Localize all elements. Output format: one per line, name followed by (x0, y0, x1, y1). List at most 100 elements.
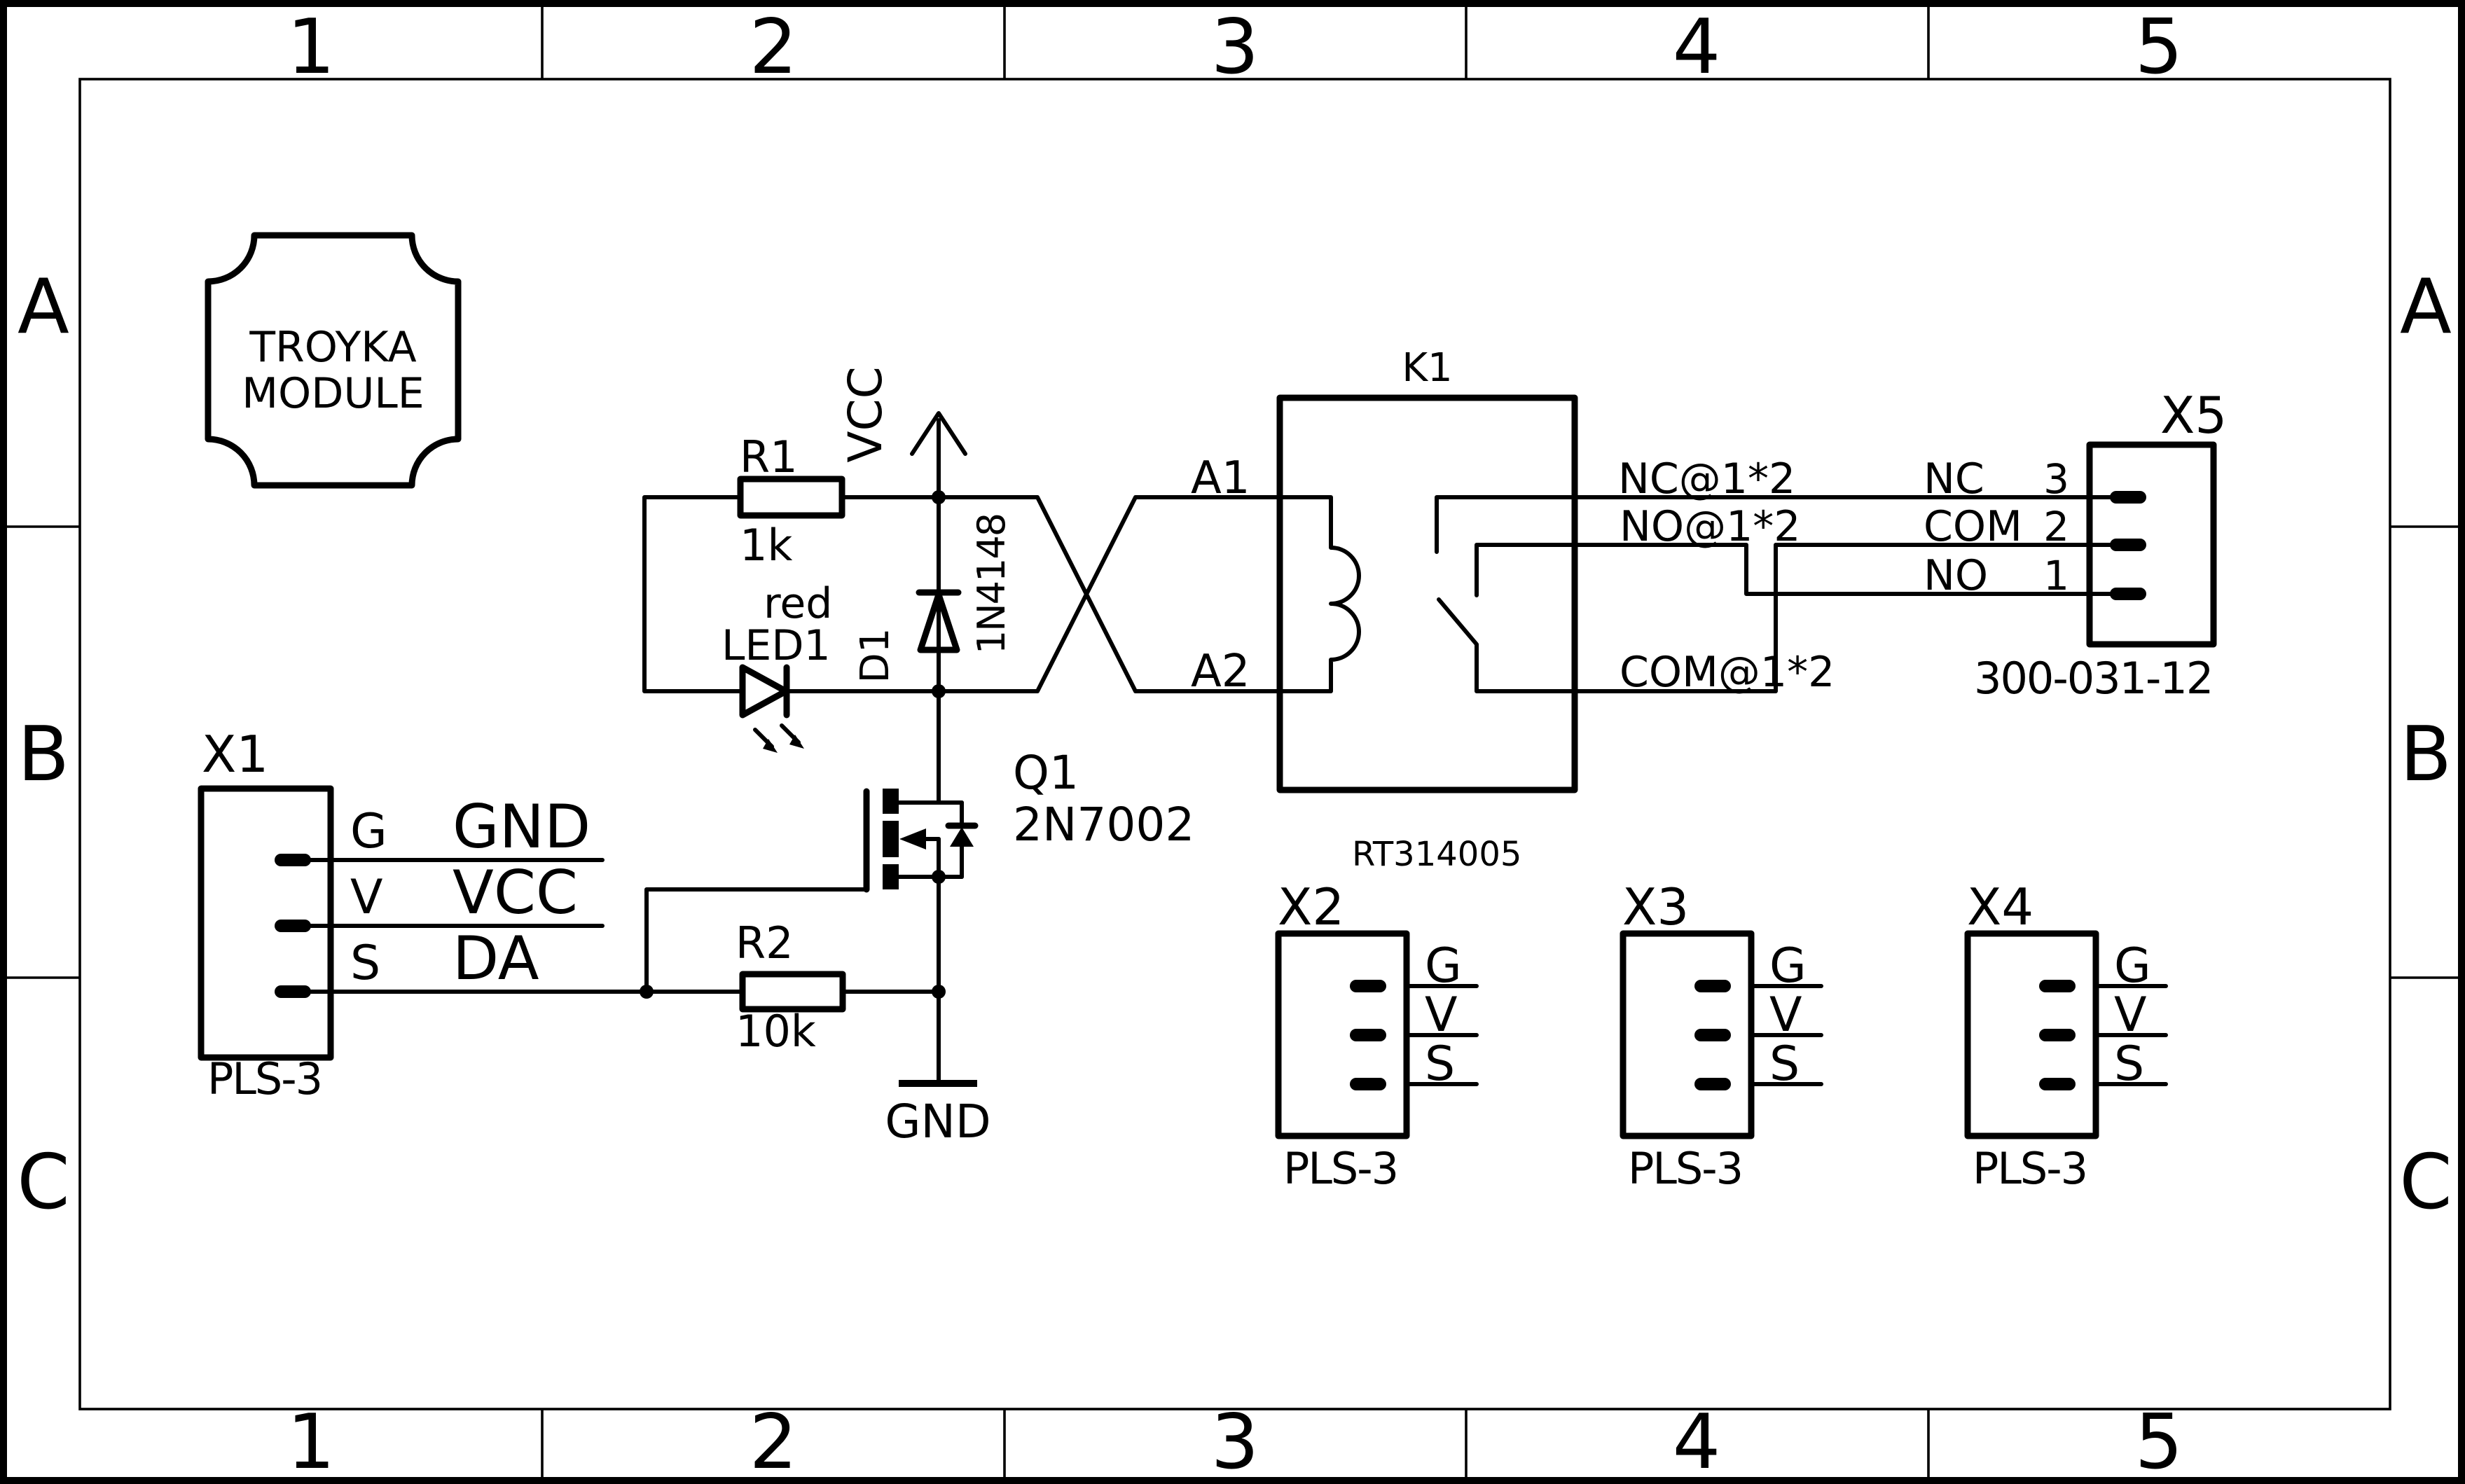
grid-col-label: 4 (1673, 4, 1721, 91)
x4-part: PLS-3 (1973, 1143, 2087, 1194)
r2-gnd-branch: R2 10k GND (640, 917, 991, 1149)
grid-row-label: B (2400, 711, 2452, 798)
x3-ref: X3 (1622, 878, 1689, 936)
x2-pin-contact (1350, 1078, 1386, 1090)
x2-pin-v: V (1425, 987, 1458, 1043)
x3-pin-contact (1694, 980, 1731, 992)
x5-pin2-contact (2110, 539, 2146, 551)
x1-pin3-contact (275, 985, 311, 998)
grid-col-label: 3 (1211, 4, 1259, 91)
x5-pin3-name: NC (1924, 455, 1984, 504)
grid-row-label: C (17, 1139, 69, 1226)
r2-resistor-body (739, 971, 846, 1013)
x4-pin-v: V (2114, 987, 2147, 1043)
x5-pin3-number: 3 (2043, 455, 2069, 503)
r2-value: 10k (736, 1006, 816, 1057)
x5-pin1-contact (2110, 588, 2146, 600)
net-label-no: NO@1*2 (1620, 502, 1800, 551)
x4-pin-g: G (2114, 938, 2151, 994)
led1-ref: LED1 (721, 621, 831, 670)
x2-ref: X2 (1278, 878, 1344, 936)
k1-pin-a1: A1 (1191, 452, 1250, 504)
bottom-column-ticks (541, 1409, 1930, 1477)
grid-row-label: C (2399, 1139, 2452, 1226)
inner-border (78, 78, 2391, 1410)
q1-channel-seg (883, 821, 899, 857)
x4-body (1964, 930, 2099, 1139)
net-label-gnd: GND (453, 792, 591, 862)
r1-led1-branch: R1 1k red LED1 (642, 431, 941, 753)
x3-pin-contact (1694, 1078, 1731, 1090)
connector-x1: X1 G V S GND VCC DA PLS-3 (198, 725, 745, 1104)
badge-line1: TROYKA (249, 323, 416, 372)
x2-pin-contact (1350, 1029, 1386, 1041)
x1-ref: X1 (202, 725, 268, 784)
q1-channel-seg (883, 789, 899, 814)
wire-no (1573, 543, 2113, 596)
k1-value: RT314005 (1352, 835, 1521, 874)
x2-pin-contact (1350, 980, 1386, 992)
q1-ref: Q1 (1013, 746, 1079, 800)
x5-body (2086, 441, 2217, 648)
q1-bodydiode-triangle (950, 827, 974, 847)
x2-part: PLS-3 (1283, 1143, 1397, 1194)
q1-drain (897, 689, 964, 805)
k1-ref: K1 (1402, 345, 1452, 391)
grid-col-label: 2 (750, 1399, 798, 1484)
grid-row-label: A (2400, 263, 2452, 351)
x3-pin-stubs (1749, 984, 1823, 1086)
x3-pin-g: G (1769, 938, 1807, 994)
k1-nc-contact (1435, 495, 1577, 554)
x5-part: 300-031-12 (1974, 653, 2212, 704)
led1-arrowhead (763, 739, 778, 753)
x3-body (1620, 930, 1755, 1139)
r1-resistor-body (737, 476, 845, 519)
x2-pin-stubs (1404, 984, 1479, 1086)
x4-ref: X4 (1967, 878, 2034, 936)
q1-gate-wire (644, 887, 869, 994)
r2-ref: R2 (736, 917, 794, 969)
x2-pin-s: S (1425, 1036, 1455, 1092)
d1-ref: D1 (852, 628, 898, 684)
x4-pin-contact (2039, 1029, 2076, 1041)
x4-pin-contact (2039, 1078, 2076, 1090)
grid-col-label: 1 (287, 1399, 336, 1484)
vcc-arrow-icon (910, 411, 967, 456)
connector-x3: X3 G V S PLS-3 (1620, 878, 1823, 1194)
right-row-ticks (2390, 525, 2458, 979)
d1-value: 1N4148 (969, 514, 1014, 654)
wire-to-a1 (937, 495, 1282, 693)
q1-bulk-arrow (899, 828, 926, 850)
grid-col-label: 5 (2135, 4, 2183, 91)
net-label-vcc: VCC (453, 858, 578, 928)
top-column-ticks (541, 7, 1930, 79)
grid-row-label: B (18, 711, 69, 798)
x3-part: PLS-3 (1628, 1143, 1742, 1194)
x5-pin1-number: 1 (2043, 552, 2069, 599)
badge-outline (205, 232, 462, 489)
relay-k1: K1 RT314005 (1276, 345, 1578, 874)
k1-com-arm (1437, 597, 1577, 693)
connector-x2: X2 G V S PLS-3 (1275, 878, 1479, 1194)
net-label-com: COM@1*2 (1620, 648, 1835, 697)
k1-coil (1278, 495, 1361, 693)
net-label-da: DA (453, 924, 539, 994)
x2-body (1275, 930, 1410, 1139)
x1-body (198, 785, 334, 1061)
left-row-ticks (7, 525, 80, 979)
x1-pin2-contact (275, 920, 311, 932)
q1-source (897, 837, 964, 994)
x1-pin-s: S (350, 936, 380, 991)
r1-value: 1k (740, 520, 792, 571)
x5-pin2-name: COM (1924, 502, 2022, 551)
x1-pin1-contact (275, 854, 311, 866)
d1-triangle (917, 591, 960, 653)
grid-col-label: 2 (750, 4, 798, 91)
x4-pin-contact (2039, 980, 2076, 992)
x3-pin-contact (1694, 1029, 1731, 1041)
coil-cross-wires: A1 A2 (937, 452, 1282, 698)
x3-pin-v: V (1769, 987, 1802, 1043)
r1-led-wires (642, 495, 941, 693)
